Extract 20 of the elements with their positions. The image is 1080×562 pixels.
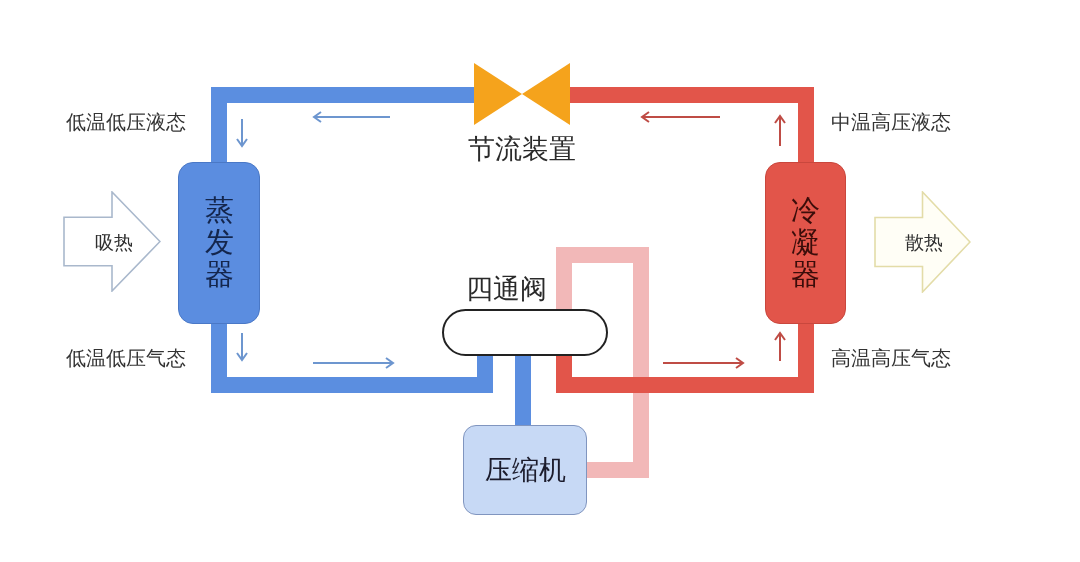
state-label: 高温高压气态 bbox=[831, 346, 951, 370]
state-label: 低温低压液态 bbox=[66, 110, 186, 134]
heat-in-block-arrow bbox=[63, 191, 161, 292]
condenser-block bbox=[765, 162, 846, 324]
heat-out-block-arrow bbox=[874, 191, 971, 293]
component-label: 蒸发器 bbox=[204, 195, 234, 291]
state-label: 中温高压液态 bbox=[831, 110, 951, 134]
arrow-label: 散热 bbox=[905, 231, 944, 253]
compressor-block bbox=[463, 425, 587, 515]
arrow-label: 吸热 bbox=[94, 230, 133, 253]
pipe bbox=[515, 356, 531, 425]
component-label: 节流装置 bbox=[468, 134, 576, 164]
component-label: 冷凝器 bbox=[791, 195, 820, 291]
component-label: 四通阀 bbox=[466, 274, 547, 304]
state-label: 低温低压气态 bbox=[66, 346, 186, 370]
pipe bbox=[556, 324, 814, 393]
component-label: 压缩机 bbox=[484, 454, 566, 486]
pipe bbox=[211, 324, 493, 393]
evaporator-block bbox=[178, 162, 260, 324]
pipe bbox=[211, 87, 474, 162]
